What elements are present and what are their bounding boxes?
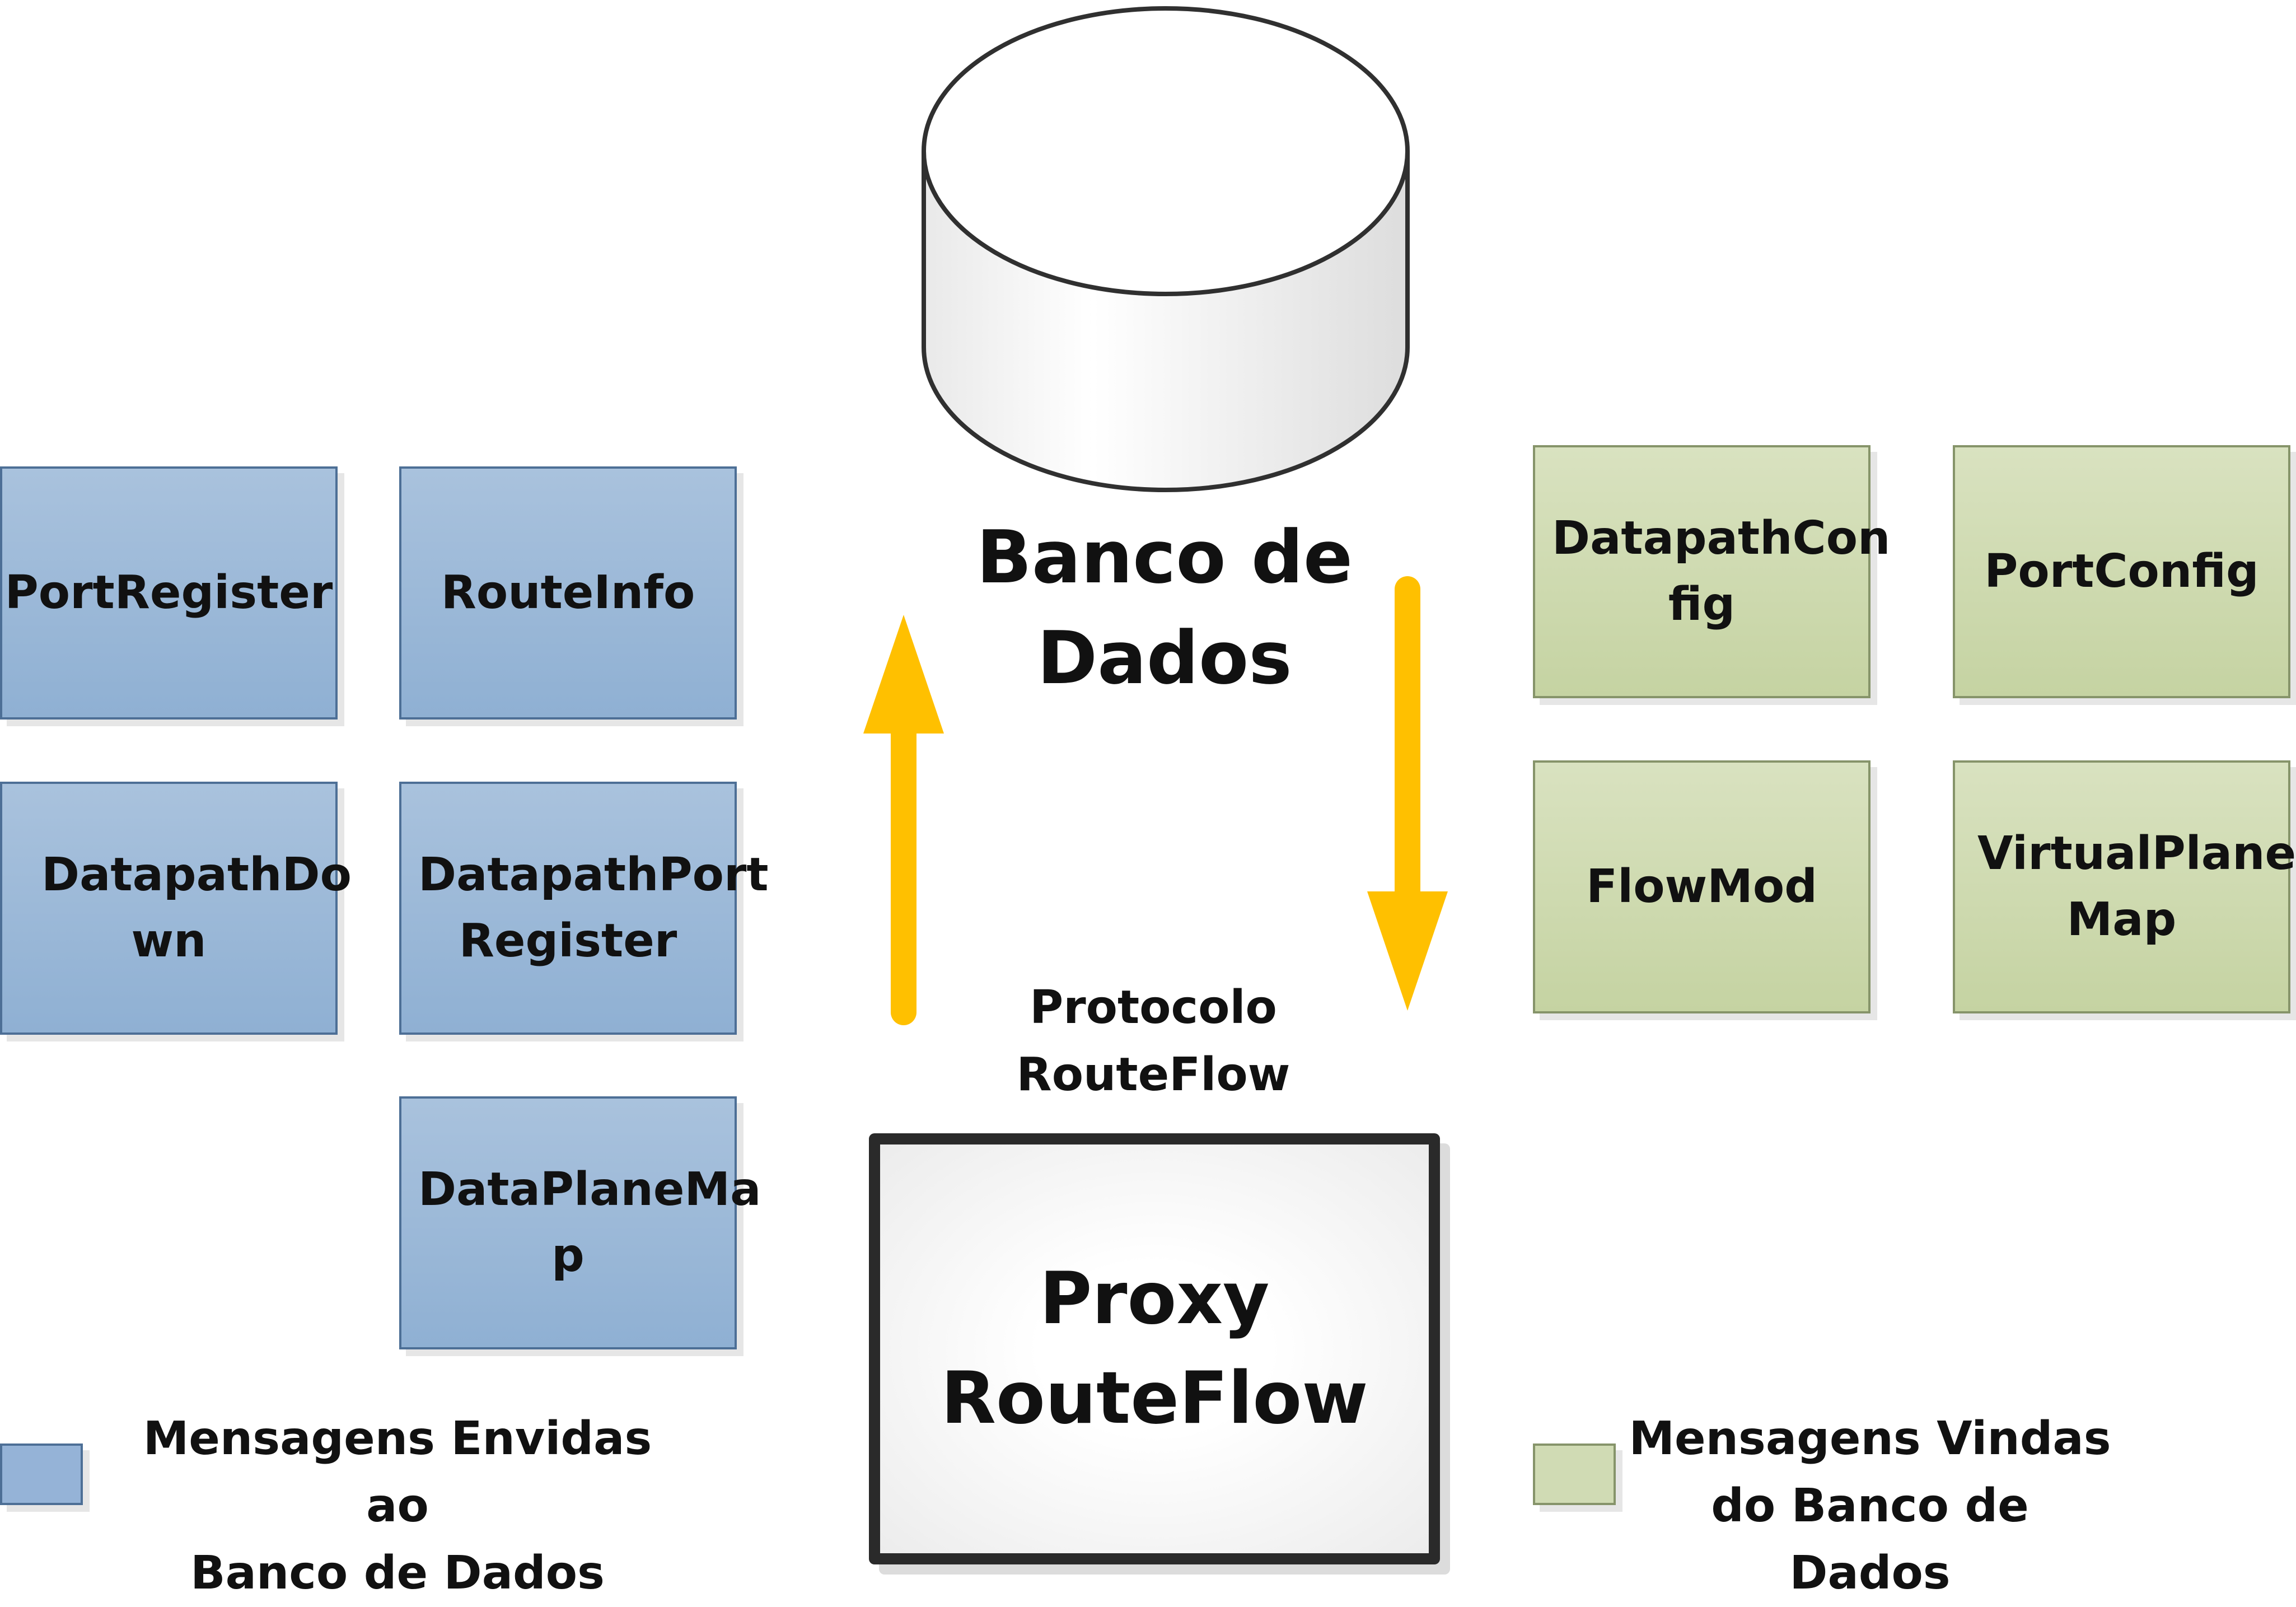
legend-sent-swatch xyxy=(0,1444,83,1505)
proxy-label-line2: RouteFlow xyxy=(941,1357,1368,1440)
message-label: DatapathDo wn xyxy=(41,848,352,968)
legend-received-line1: Mensagens Vindas xyxy=(1629,1412,2111,1465)
message-label: PortConfig xyxy=(1984,545,2259,598)
message-label: FlowMod xyxy=(1586,860,1817,913)
message-label: RouteInfo xyxy=(441,566,695,619)
proxy-routeflow-box: Proxy RouteFlow xyxy=(869,1133,1440,1564)
message-flow-mod: FlowMod xyxy=(1533,760,1871,1013)
message-label: PortRegister xyxy=(4,566,333,619)
database-cylinder-icon xyxy=(922,6,1410,492)
protocol-label-line2: RouteFlow xyxy=(1016,1048,1290,1101)
message-label: DatapathCon fig xyxy=(1552,512,1891,631)
message-label: DatapathPort Register xyxy=(418,848,769,968)
arrow-up-to-database-icon xyxy=(863,615,944,1025)
message-label: VirtualPlane Map xyxy=(1977,827,2296,946)
legend-received-line2: do Banco de Dados xyxy=(1711,1479,2029,1600)
legend-sent-line2: Banco de Dados xyxy=(190,1547,605,1600)
message-label: DataPlaneMa p xyxy=(418,1163,761,1282)
legend-received-swatch xyxy=(1533,1444,1616,1505)
message-port-config: PortConfig xyxy=(1953,445,2290,698)
database-title: Banco de Dados xyxy=(976,515,1353,700)
arrow-down-from-database-icon xyxy=(1367,576,1448,1011)
message-route-info: RouteInfo xyxy=(399,466,737,720)
protocol-label: Protocolo RouteFlow xyxy=(985,974,1321,1109)
protocol-label-line1: Protocolo xyxy=(1030,981,1277,1034)
message-port-register: PortRegister xyxy=(0,466,338,720)
legend-sent-label: Mensagens Envidas ao Banco de Dados xyxy=(112,1405,683,1607)
legend-sent-line1: Mensagens Envidas ao xyxy=(143,1412,652,1533)
message-data-plane-map: DataPlaneMa p xyxy=(399,1096,761,1349)
proxy-label-line1: Proxy xyxy=(1039,1257,1270,1340)
message-datapath-down: DatapathDo wn xyxy=(0,782,352,1035)
message-virtual-plane-map: VirtualPlane Map xyxy=(1953,760,2296,1013)
message-datapath-config: DatapathCon fig xyxy=(1533,445,1891,698)
legend-received-label: Mensagens Vindas do Banco de Dados xyxy=(1624,1405,2116,1607)
message-datapath-port-register: DatapathPort Register xyxy=(399,782,769,1035)
